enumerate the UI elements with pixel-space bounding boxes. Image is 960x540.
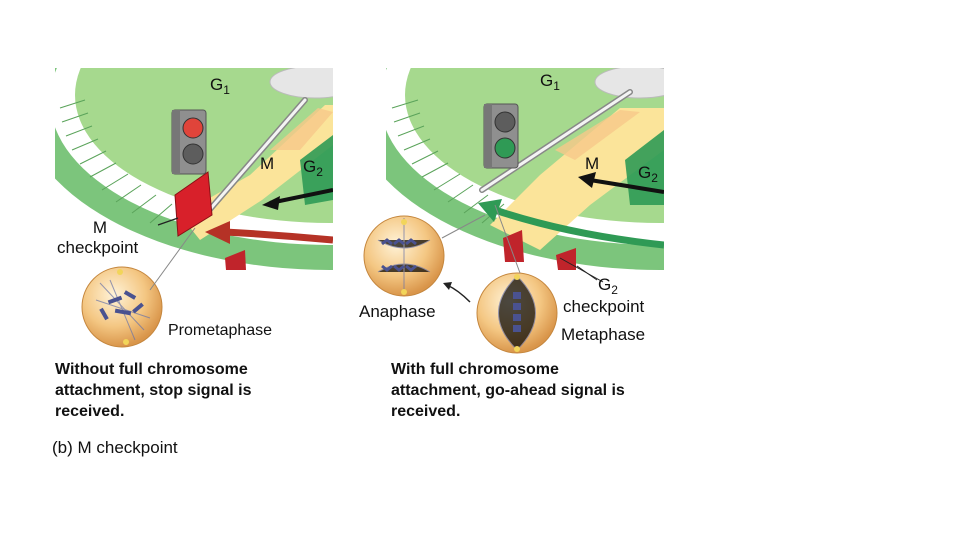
right-m-phase-band	[490, 108, 664, 250]
left-cycle-wheel	[55, 68, 333, 270]
right-anaphase-label: Anaphase	[359, 302, 436, 321]
metaphase-to-anaphase-arrow	[446, 284, 471, 303]
left-checkpoint-label-line1: M	[92, 218, 108, 237]
right-traffic-light	[483, 103, 519, 169]
right-g1-label: G1	[540, 71, 560, 93]
left-g1-label: G1	[210, 75, 230, 97]
right-anaphase-pointer	[441, 214, 486, 239]
right-checkpoint-label-word: checkpoint	[563, 297, 645, 316]
left-g2-label: G2	[303, 157, 323, 179]
left-cell-pointer	[149, 227, 196, 291]
left-caption: Without full chromosome attachment, stop…	[55, 361, 252, 420]
left-red-gate	[174, 171, 213, 237]
left-prometaphase-cell	[81, 266, 163, 348]
left-traffic-light	[171, 109, 207, 175]
left-checkpoint-label-line2: checkpoint	[57, 238, 139, 257]
left-red-arrow	[224, 228, 333, 244]
right-caption: With full chromosome attachment, go-ahea…	[391, 361, 625, 420]
right-m-label: M	[585, 154, 600, 173]
left-checkpoint-pointer	[157, 217, 179, 226]
right-g2-label: G2	[638, 163, 658, 185]
right-metaphase-cell	[476, 272, 558, 354]
right-cycle-wheel	[386, 68, 664, 270]
left-prometaphase-label: Prometaphase	[168, 322, 273, 339]
left-m-label: M	[260, 154, 275, 173]
right-green-arrow	[493, 206, 664, 249]
right-metaphase-label: Metaphase	[561, 325, 646, 344]
right-metaphase-pointer	[494, 204, 521, 274]
right-red-gate-1	[503, 230, 524, 262]
right-anaphase-cell	[363, 215, 445, 297]
figure-label: (b) M checkpoint	[52, 438, 178, 457]
right-checkpoint-label-g2: G2	[598, 275, 618, 297]
